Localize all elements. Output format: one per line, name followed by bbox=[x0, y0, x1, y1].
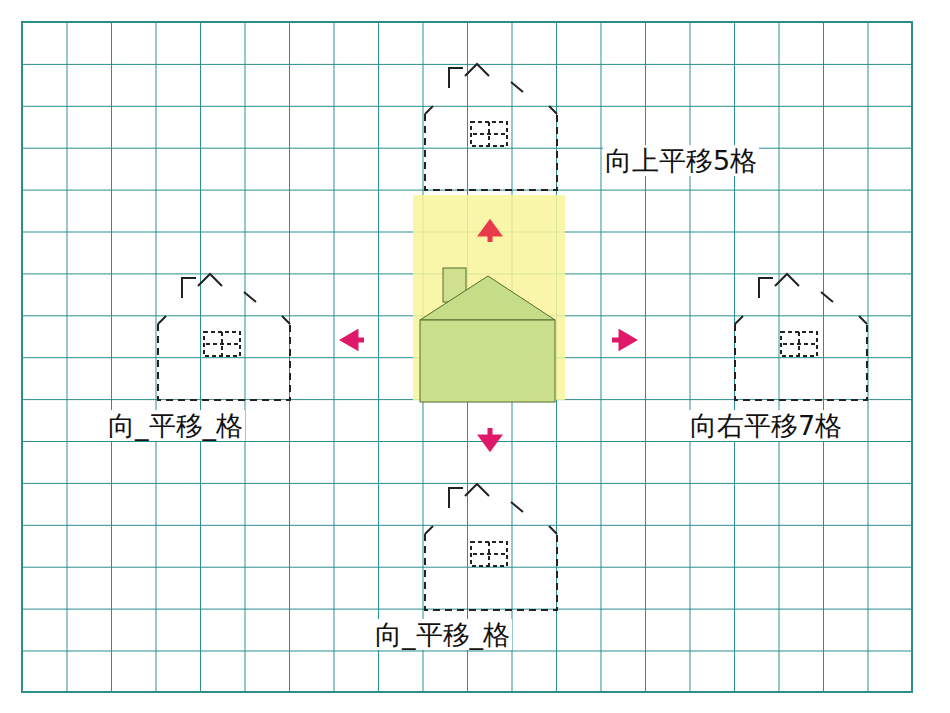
move-label: 向上平移5格 bbox=[603, 145, 759, 176]
move-label: 向_平移_格 bbox=[106, 410, 245, 441]
move-label: 向_平移_格 bbox=[373, 619, 512, 650]
move-label: 向右平移7格 bbox=[688, 410, 844, 441]
